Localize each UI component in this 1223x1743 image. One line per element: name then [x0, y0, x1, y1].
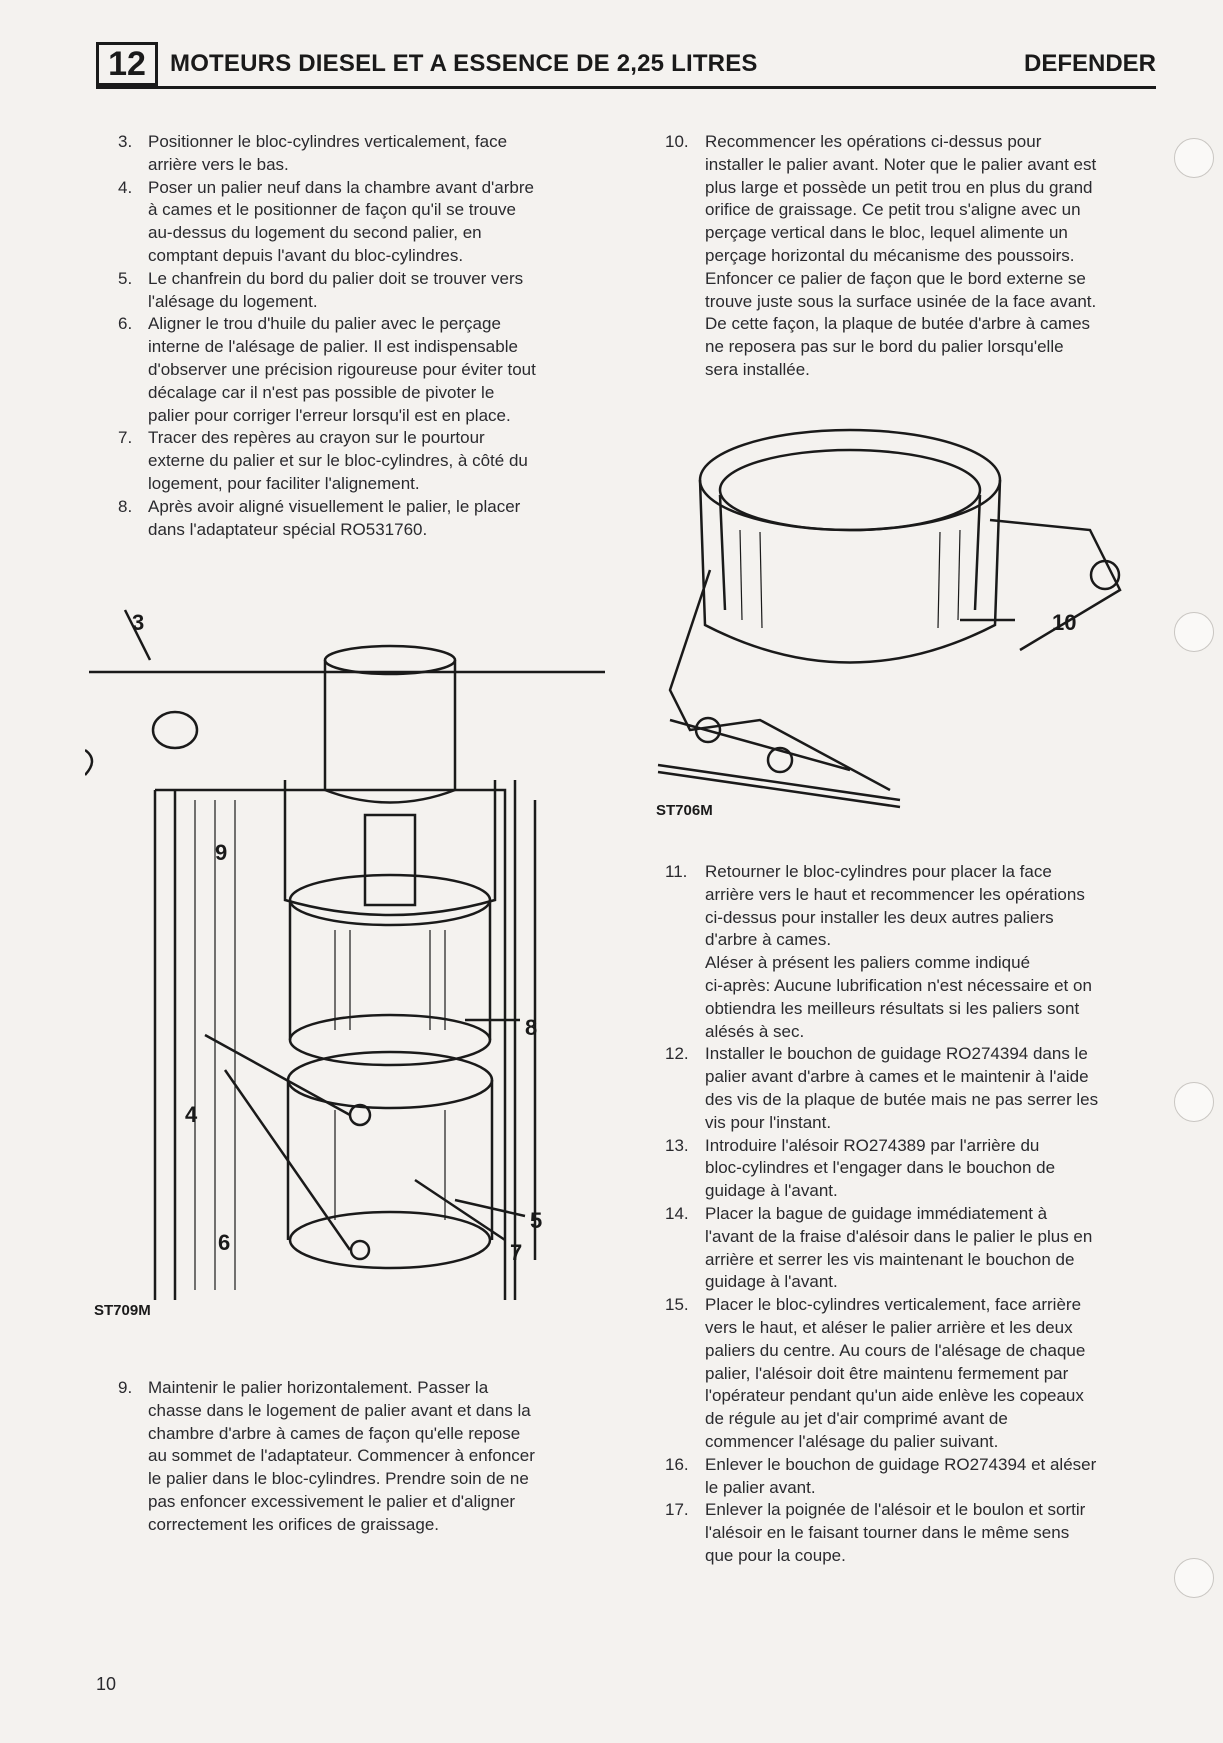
step-5: 5. Le chanfrein du bord du palier doit se… — [118, 268, 608, 314]
section-number-box: 12 — [96, 42, 158, 86]
step-number: 4. — [118, 177, 133, 197]
step-10-block: 10. Recommencer les opérations ci-dessus … — [665, 131, 1165, 382]
step-number: 8. — [118, 496, 133, 516]
callout-10: 10 — [1052, 610, 1076, 635]
step-text: Après avoir aligné visuellement le palie… — [148, 496, 521, 539]
step-7: 7. Tracer des repères au crayon sur le po… — [118, 427, 608, 495]
step-text: Enlever la poignée de l'alésoir et le bo… — [705, 1500, 1086, 1565]
step-16: 16. Enlever le bouchon de guidage RO27439… — [665, 1454, 1165, 1500]
step-12: 12. Installer le bouchon de guidage RO274… — [665, 1043, 1165, 1134]
step-number: 6. — [118, 314, 133, 334]
callout-3: 3 — [132, 610, 144, 635]
punch-hole — [1174, 138, 1214, 178]
step-text: Positionner le bloc-cylindres verticalem… — [148, 132, 508, 174]
step-14: 14. Placer la bague de guidage immédiatem… — [665, 1203, 1165, 1294]
step-11: 11. Retourner le bloc-cylindres pour plac… — [665, 861, 1165, 1043]
left-steps: 3. Positionner le bloc-cylindres vertical… — [118, 131, 608, 541]
punch-hole — [1174, 1558, 1214, 1598]
step-3: 3. Positionner le bloc-cylindres vertical… — [118, 131, 608, 177]
step-text: Retourner le bloc-cylindres pour placer … — [705, 862, 1092, 1041]
figure-code-st706m: ST706M — [656, 802, 713, 819]
callout-5: 5 — [530, 1208, 542, 1233]
callout-6: 6 — [218, 1230, 230, 1255]
step-text: Enlever le bouchon de guidage RO274394 e… — [705, 1454, 1097, 1497]
step-text: Recommencer les opérations ci-dessus pou… — [705, 132, 1097, 379]
step-number: 13. — [665, 1135, 689, 1155]
step-text: Maintenir le palier horizontalement. Pas… — [148, 1378, 535, 1534]
step-number: 15. — [665, 1295, 689, 1315]
callout-4: 4 — [185, 1102, 198, 1127]
step-4: 4. Poser un palier neuf dans la chambre a… — [118, 177, 608, 268]
figure-code-st709m: ST709M — [94, 1302, 151, 1319]
step-13: 13. Introduire l'alésoir RO274389 par l'a… — [665, 1135, 1165, 1203]
punch-hole — [1174, 1082, 1214, 1122]
step-number: 10. — [665, 132, 689, 151]
step-text: Introduire l'alésoir RO274389 par l'arri… — [705, 1135, 1056, 1201]
step-number: 3. — [118, 132, 133, 151]
page-number: 10 — [96, 1674, 117, 1694]
step-text: Tracer des repères au crayon sur le pour… — [148, 428, 528, 493]
front-bearing-illustration: 10 — [657, 428, 1122, 809]
step-number: 16. — [665, 1454, 689, 1474]
callout-7: 7 — [510, 1240, 522, 1265]
step-17: 17. Enlever la poignée de l'alésoir et le… — [665, 1499, 1165, 1567]
section-number: 12 — [108, 44, 146, 83]
step-number: 9. — [118, 1378, 133, 1397]
step-text: Placer le bloc-cylindres verticalement, … — [705, 1295, 1086, 1451]
page-title: MOTEURS DIESEL ET A ESSENCE DE 2,25 LITR… — [170, 50, 758, 77]
callout-8: 8 — [525, 1015, 537, 1040]
header-rule — [96, 86, 1156, 89]
step-text: Le chanfrein du bord du palier doit se t… — [148, 268, 524, 311]
step-number: 17. — [665, 1500, 689, 1520]
step-number: 14. — [665, 1203, 689, 1223]
callout-9: 9 — [215, 840, 227, 865]
step-15: 15. Placer le bloc-cylindres verticalemen… — [665, 1294, 1165, 1454]
step-text: Aligner le trou d'huile du palier avec l… — [148, 314, 536, 425]
step-number: 5. — [118, 268, 133, 288]
step-number: 12. — [665, 1044, 689, 1064]
step-number: 11. — [665, 862, 688, 881]
step-number: 7. — [118, 428, 133, 448]
punch-hole — [1174, 612, 1214, 652]
step-8: 8. Après avoir aligné visuellement le pal… — [118, 496, 608, 542]
step-text: Installer le bouchon de guidage RO274394… — [705, 1044, 1099, 1132]
step-10: 10. Recommencer les opérations ci-dessus … — [665, 131, 1165, 382]
step-text: Poser un palier neuf dans la chambre ava… — [148, 177, 534, 265]
step-9-block: 9. Maintenir le palier horizontalement. P… — [118, 1377, 608, 1537]
bearing-installation-illustration: 3 9 8 4 6 5 7 — [85, 609, 605, 1300]
step-9: 9. Maintenir le palier horizontalement. P… — [118, 1377, 608, 1537]
step-text: Placer la bague de guidage immédiatement… — [705, 1203, 1093, 1292]
right-steps: 11. Retourner le bloc-cylindres pour plac… — [665, 861, 1165, 1568]
step-6: 6. Aligner le trou d'huile du palier avec… — [118, 313, 608, 427]
model-name: DEFENDER — [1023, 50, 1156, 77]
